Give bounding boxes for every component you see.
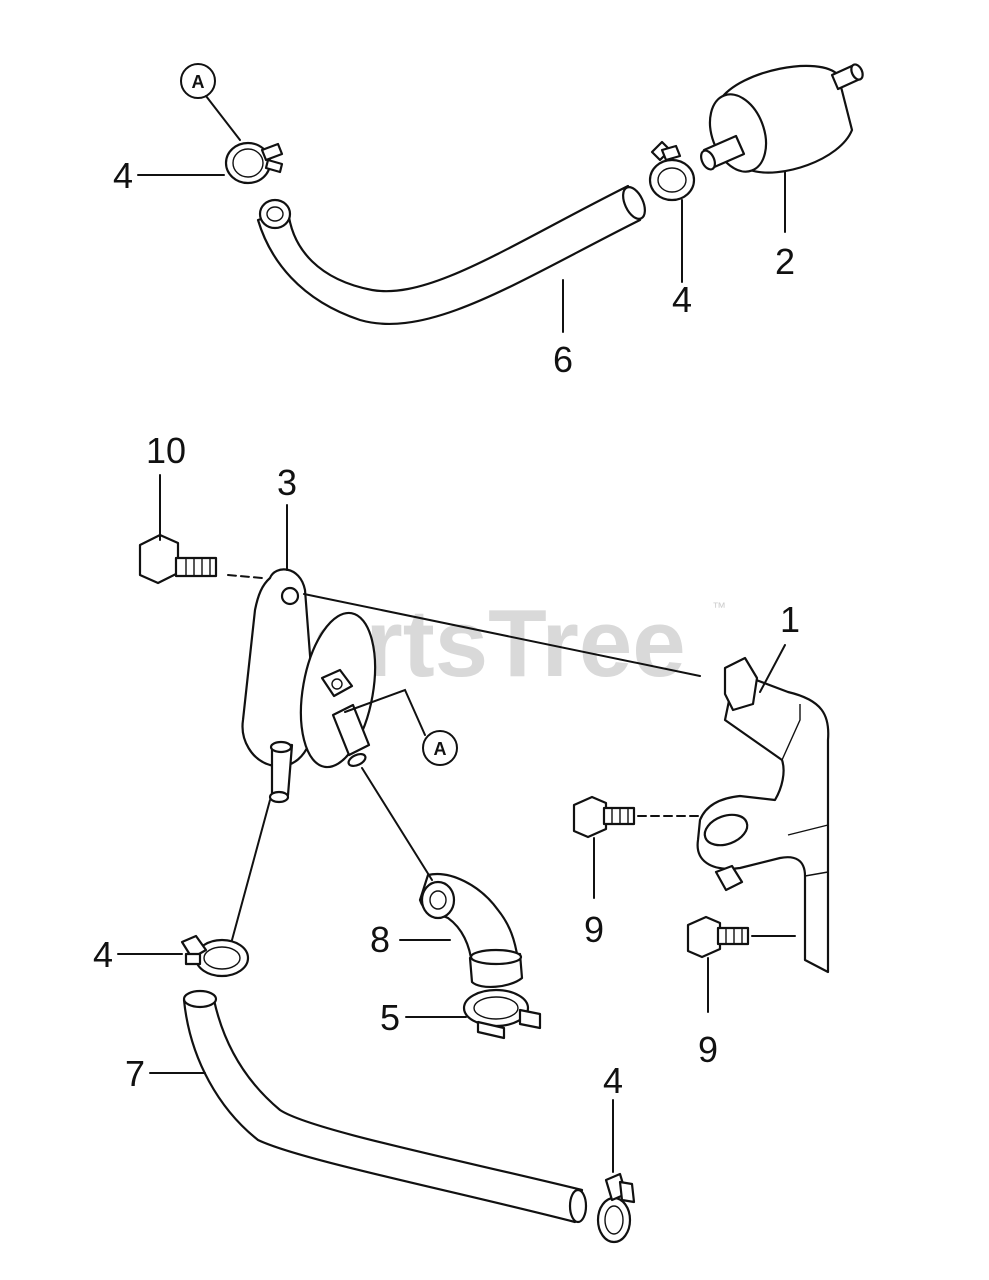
label-hose-lower: 7: [125, 1053, 145, 1094]
hose-lower: [182, 989, 588, 1224]
hose-top: [256, 184, 646, 325]
clamp-elbow: [462, 988, 542, 1040]
watermark-trademark: ™: [712, 599, 726, 615]
label-bolt-lower: 9: [698, 1029, 718, 1070]
clamp-top-right: [648, 140, 696, 202]
label-clamp-elbow: 5: [380, 997, 400, 1038]
label-bolt-pump: 10: [146, 430, 186, 471]
clamp-bottom: [596, 1172, 636, 1244]
mounting-bracket: [696, 656, 830, 974]
bolt-pump: [138, 533, 218, 585]
label-clamp-left: 4: [93, 934, 113, 975]
label-clamp-top-left: 4: [113, 155, 133, 196]
label-bolt-upper: 9: [584, 909, 604, 950]
label-pump: 3: [277, 462, 297, 503]
bolt-lower: [686, 915, 750, 959]
fuel-filter: [700, 63, 864, 174]
label-bracket: 1: [780, 599, 800, 640]
label-hose-top: 6: [553, 339, 573, 380]
callout-a-top-label: A: [192, 72, 205, 92]
label-fuel-filter: 2: [775, 241, 795, 282]
elbow-hose: [418, 872, 524, 988]
callout-a-lower-label: A: [434, 739, 447, 759]
label-clamp-top-right: 4: [672, 279, 692, 320]
label-elbow: 8: [370, 919, 390, 960]
label-clamp-bottom: 4: [603, 1060, 623, 1101]
clamp-left: [180, 934, 250, 978]
callout-a-lower: A: [344, 688, 458, 766]
clamp-top-left: [224, 141, 284, 185]
callout-a-top: A: [180, 63, 241, 141]
bolt-upper: [572, 795, 636, 839]
fuel-pump: [241, 568, 377, 804]
